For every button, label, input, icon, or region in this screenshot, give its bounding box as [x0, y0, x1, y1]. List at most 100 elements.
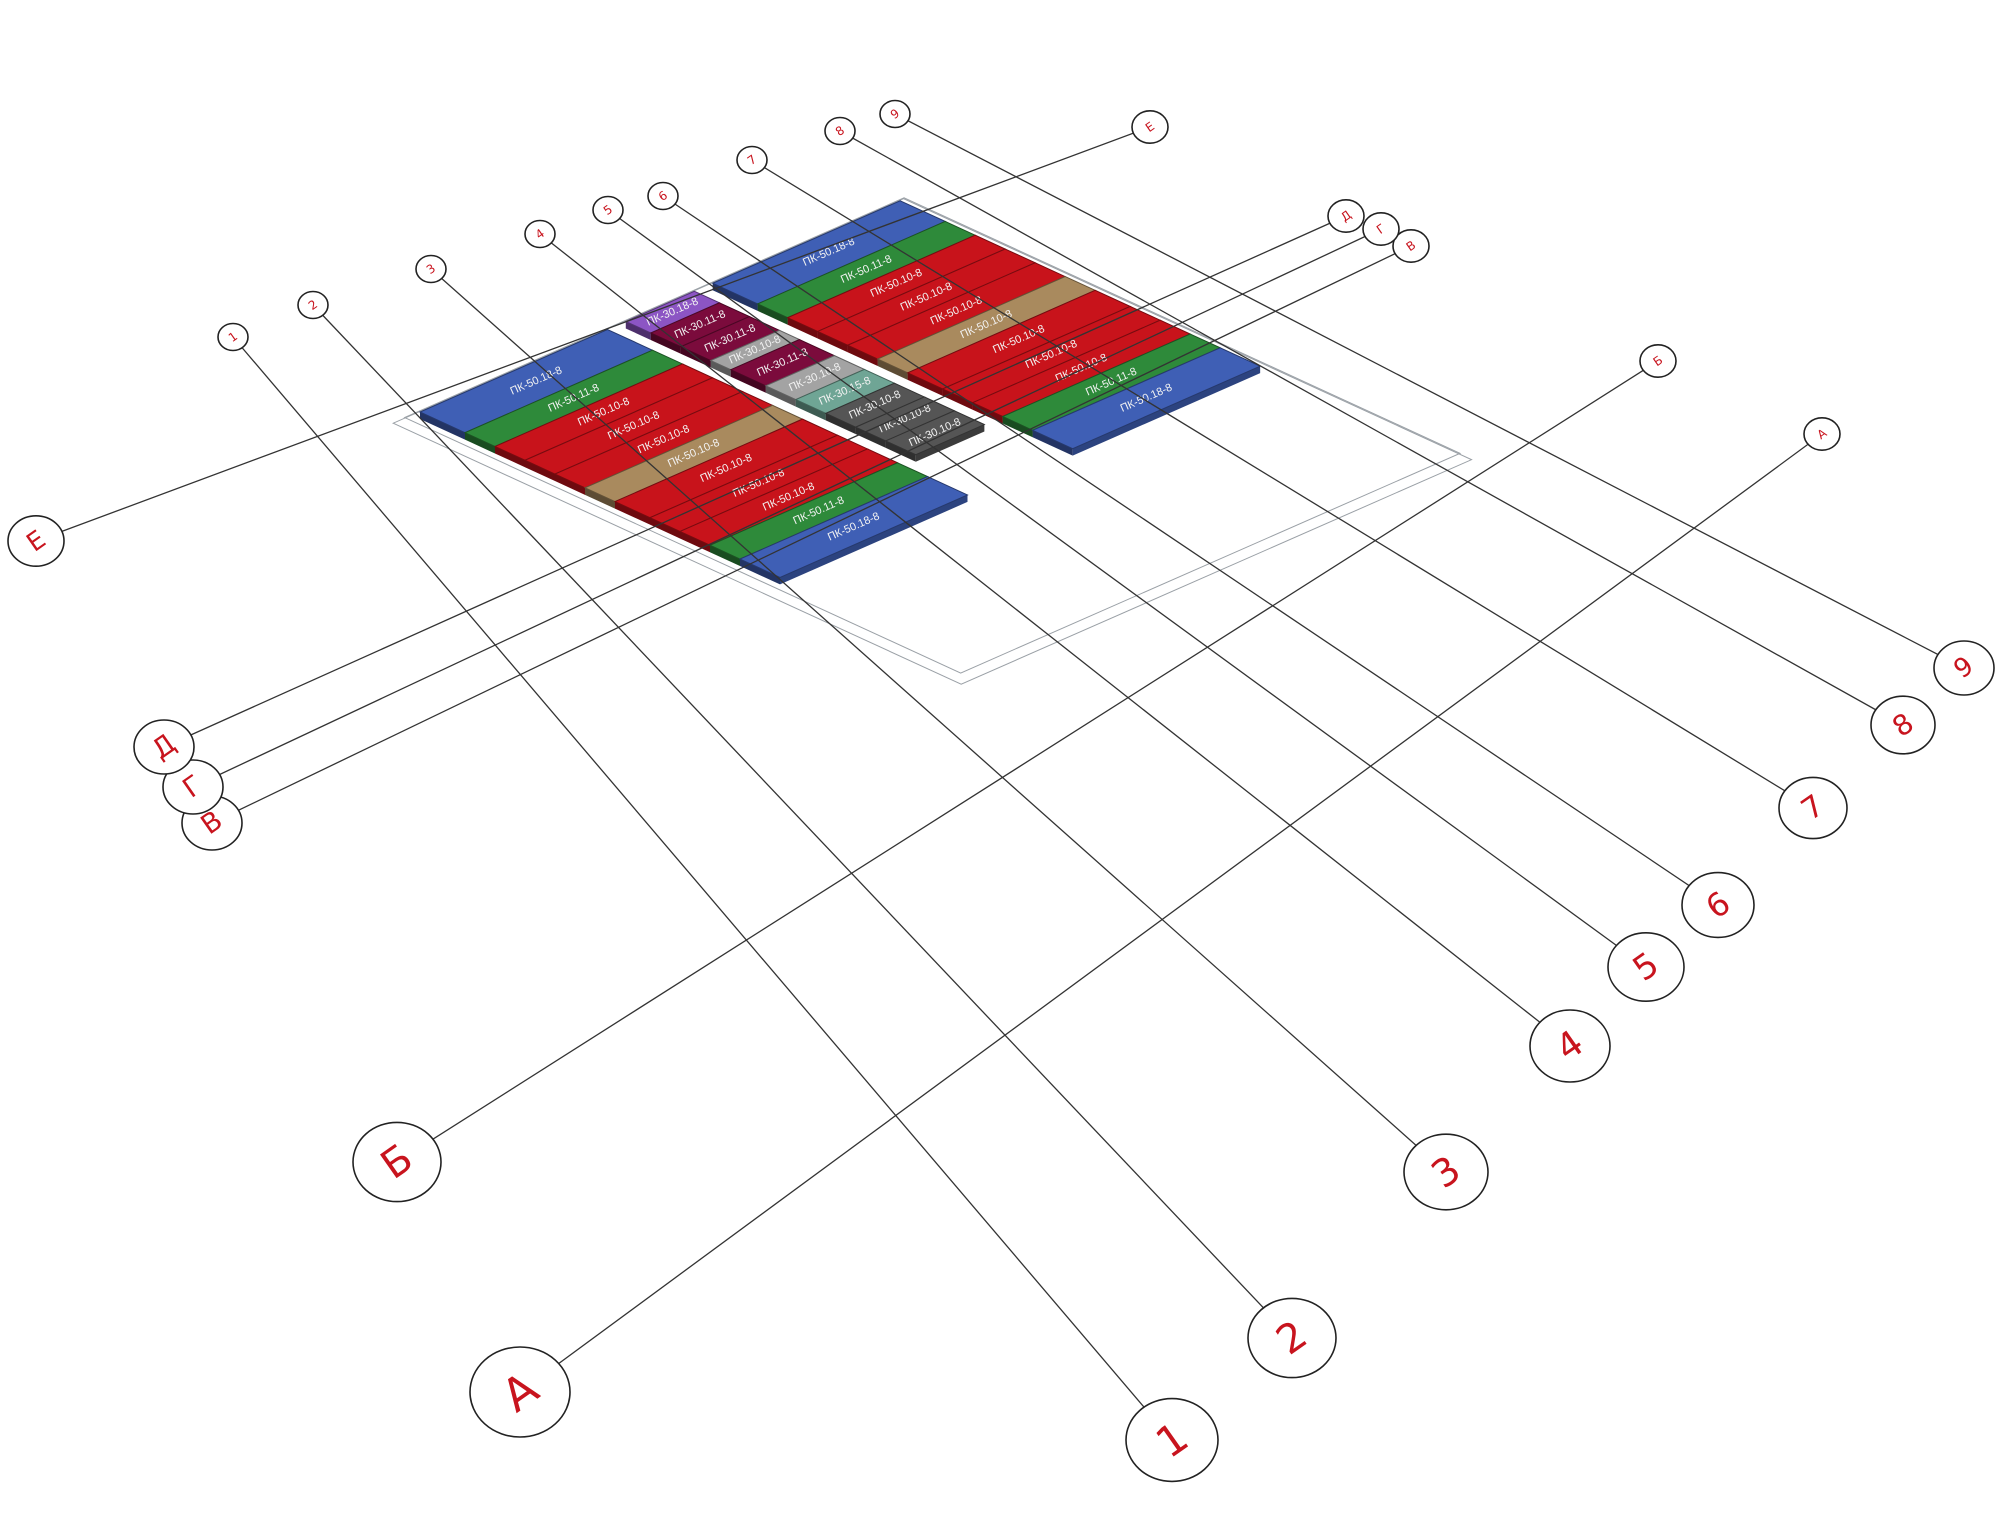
axis-bubble: [1803, 416, 1841, 451]
panel-side: [525, 460, 555, 482]
panel-side: [650, 332, 681, 354]
panel-side: [795, 399, 826, 421]
row-axis-left: А: [469, 1346, 571, 1438]
row-axis-line: [163, 215, 1347, 748]
axis-bubble: [1125, 1397, 1219, 1483]
column-axis-line: [751, 159, 1814, 809]
column-axis-top: 5: [592, 195, 624, 225]
column-axis-bottom: 9: [1933, 640, 1995, 696]
panel-side: [710, 545, 740, 567]
panel-side: [495, 446, 525, 468]
panel-side: [625, 321, 651, 340]
column-axis-line: [607, 209, 1647, 968]
axis-bubble: [1870, 695, 1936, 755]
axis-bubble: [1607, 931, 1685, 1002]
axis-bubble: [1247, 1297, 1337, 1379]
axis-bubble: [647, 181, 679, 211]
row-axis-line: [35, 126, 1151, 542]
axis-bubble: [524, 219, 556, 249]
panel-side: [885, 440, 916, 462]
row-axis-line: [211, 245, 1412, 824]
panel-side: [915, 424, 985, 462]
column-axis-line: [312, 304, 1293, 1339]
axis-bubble: [736, 145, 768, 175]
panel-side: [740, 559, 780, 585]
axis-bubble: [1681, 871, 1755, 939]
column-axis-top: 8: [824, 116, 856, 146]
column-axis-bottom: 2: [1247, 1297, 1337, 1379]
structure-wireframe: [391, 197, 1473, 685]
row-axis-right: В: [1392, 229, 1430, 264]
column-axis-bottom: 1: [1125, 1397, 1219, 1483]
axis-bubble: [217, 322, 249, 352]
axis-bubble: [1639, 343, 1677, 378]
row-axis-right: Д: [1327, 199, 1365, 234]
panel-side: [765, 385, 796, 407]
axis-bubble: [1403, 1133, 1489, 1211]
slab-panels: ПК-50.18-8ПК-50.11-8ПК-50.10-8ПК-50.10-8…: [418, 200, 1262, 585]
column-axis-top: 1: [217, 322, 249, 352]
column-axis-bottom: 8: [1870, 695, 1936, 755]
column-axis-top: 9: [879, 99, 911, 129]
column-axis-top: 4: [524, 219, 556, 249]
row-axis-line: [192, 228, 1382, 788]
column-axis-line: [430, 268, 1447, 1173]
column-axis-bottom: 3: [1403, 1133, 1489, 1211]
row-axis-line: [519, 433, 1823, 1393]
panel-side: [787, 317, 818, 339]
column-axis-line: [894, 113, 1965, 669]
axis-bubble: [7, 514, 65, 567]
column-axis-line: [662, 195, 1719, 906]
slab-outline: [403, 197, 1462, 674]
panel-side: [650, 517, 680, 539]
panel-side: [555, 474, 585, 495]
axis-bubble: [162, 759, 224, 815]
panel-side: [1032, 430, 1073, 456]
column-axis-top: 2: [297, 290, 329, 320]
column-axis-bottom: 5: [1607, 931, 1685, 1002]
panel-side: [877, 359, 908, 380]
panel-side: [615, 501, 650, 525]
column-axis-top: 6: [647, 181, 679, 211]
panel-side: [710, 360, 731, 377]
column-axis-line: [539, 233, 1571, 1047]
row-axis-line: [396, 360, 1659, 1163]
slab-panel: ПК-50.18-8: [1031, 347, 1262, 456]
panel-side: [420, 412, 465, 440]
row-axis-left: Д: [133, 719, 195, 775]
axis-bubble: [297, 290, 329, 320]
panel-top: [884, 410, 986, 456]
panel-side: [847, 345, 878, 367]
axis-bubble: [1362, 212, 1400, 247]
column-axis-line: [839, 130, 1904, 726]
row-axis-right: Б: [1639, 343, 1677, 378]
panel-side: [1072, 366, 1261, 456]
axis-bubble: [133, 719, 195, 775]
row-axis-left: Г: [162, 759, 224, 815]
column-axis-line: [232, 336, 1173, 1441]
column-axis-top: 7: [736, 145, 768, 175]
panel-top: [738, 475, 969, 578]
row-axis-left: Б: [352, 1121, 442, 1203]
panel-side: [585, 487, 615, 509]
row-axis-right: А: [1803, 416, 1841, 451]
axis-bubble: [592, 195, 624, 225]
row-axis-left: Е: [7, 514, 65, 567]
axis-bubble: [469, 1346, 571, 1438]
axis-bubble: [1327, 199, 1365, 234]
axis-bubble: [1392, 229, 1430, 264]
column-axis-bottom: 7: [1778, 776, 1848, 840]
row-axis-right: Г: [1362, 212, 1400, 247]
slab-panel: ПК-50.18-8: [738, 475, 969, 585]
slab-outline: [391, 198, 1473, 685]
panel-side: [817, 331, 848, 353]
axis-bubble: [415, 254, 447, 284]
axis-bubble: [1778, 776, 1848, 840]
axis-bubble: [1933, 640, 1995, 696]
column-axis-bottom: 4: [1529, 1009, 1611, 1083]
panel-side: [757, 303, 788, 325]
row-axis-right: Е: [1131, 110, 1169, 145]
panel-side: [825, 413, 856, 435]
